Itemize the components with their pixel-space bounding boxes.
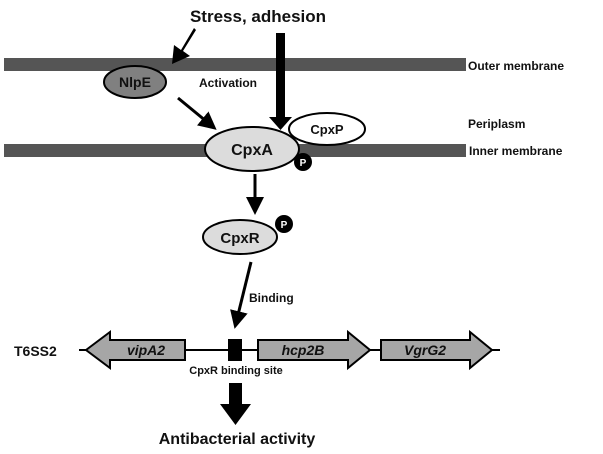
stress-to-cpxa-arrow: [269, 33, 292, 130]
outer-membrane-bar-right: [166, 58, 466, 71]
cpxp-label: CpxP: [310, 122, 344, 137]
nlpe-protein: [103, 65, 167, 99]
cpxr-phosphate-icon: [275, 215, 293, 233]
cpxr-protein: [202, 219, 278, 255]
outcome-label: Antibacterial activity: [159, 431, 316, 448]
activation-label: Activation: [199, 76, 257, 90]
operon-name-label: T6SS2: [14, 343, 57, 359]
cpxa-phosphate-label: P: [300, 158, 307, 169]
cpxr-binding-site-box: [228, 339, 242, 361]
cpxa-protein: [204, 126, 300, 172]
gene-arrow-vgrg2: [380, 329, 494, 371]
stress-to-nlpe-arrow: [172, 28, 196, 64]
gene-label-vipa2: vipA2: [127, 342, 165, 358]
gene-label-hcp2b: hcp2B: [282, 342, 325, 358]
cpxr-label: CpxR: [220, 230, 259, 247]
stimulus-label: Stress, adhesion: [190, 7, 326, 26]
cpxr-phosphate-label: P: [281, 220, 288, 231]
cpxa-phosphate-icon: [294, 153, 312, 171]
gene-arrow-hcp2b: [257, 329, 372, 371]
outer-membrane-label: Outer membrane: [468, 59, 564, 73]
inner-membrane-label: Inner membrane: [469, 144, 563, 158]
binding-site-label: CpxR binding site: [189, 365, 283, 377]
cpxa-label: CpxA: [231, 142, 273, 159]
periplasm-label: Periplasm: [468, 117, 525, 131]
cpxr-to-binding-site-arrow: [230, 261, 253, 329]
gene-label-vgrg2: VgrG2: [404, 342, 446, 358]
binding-label: Binding: [249, 291, 294, 305]
nlpe-to-cpxa-arrow: [177, 96, 217, 130]
binding-to-outcome-arrow: [220, 383, 251, 425]
nlpe-label: NlpE: [119, 74, 151, 90]
cpxp-protein: [288, 112, 366, 146]
gene-arrow-vipa2: [84, 330, 186, 370]
